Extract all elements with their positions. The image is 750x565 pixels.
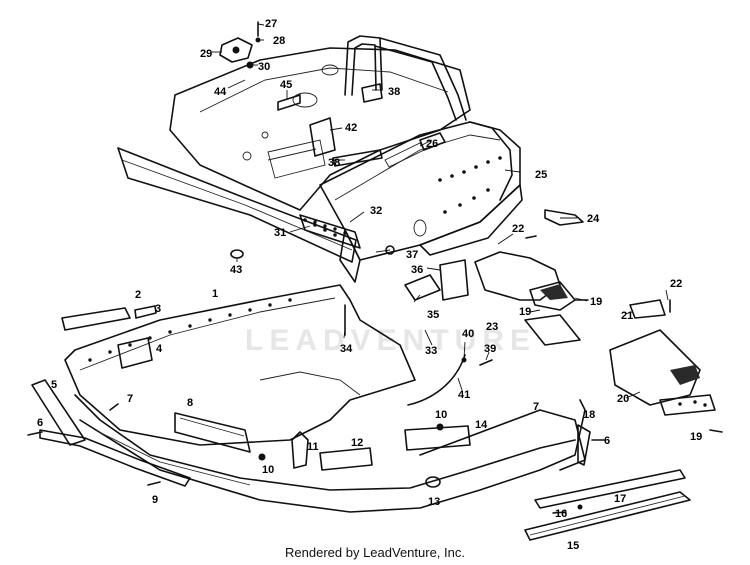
- callout-label: 27: [265, 18, 277, 30]
- callout-label: 15: [567, 540, 579, 552]
- callout-label: 10: [262, 464, 274, 476]
- callout-label: 30: [258, 61, 270, 73]
- callout-label: 43: [230, 264, 242, 276]
- rear-components: [27, 235, 723, 514]
- callout-label: 8: [187, 397, 193, 409]
- callout-label: 33: [425, 345, 437, 357]
- callout-label: 44: [214, 86, 227, 98]
- callout-label: 11: [307, 441, 319, 453]
- callout-label: 19: [690, 431, 702, 443]
- belly-pan: [31, 284, 591, 513]
- callout-label: 42: [345, 122, 357, 134]
- callout-label: 20: [617, 393, 629, 405]
- callout-label: 18: [583, 409, 595, 421]
- callout-label: 13: [428, 496, 440, 508]
- callout-label: 23: [486, 321, 498, 333]
- callout-label: 28: [273, 35, 285, 47]
- callout-label: 19: [519, 306, 531, 318]
- callout-label: 10: [435, 409, 447, 421]
- callout-label: 40: [462, 328, 474, 340]
- callout-label: 25: [535, 169, 547, 181]
- grommet-43: [230, 249, 244, 259]
- callout-label: 35: [427, 309, 439, 321]
- callout-label: 37: [406, 249, 418, 261]
- callout-label: 4: [156, 343, 163, 355]
- callout-label: 24: [587, 213, 600, 225]
- watermark: LEADVENTURE: [245, 324, 536, 357]
- callout-label: 7: [533, 401, 539, 413]
- callout-label: 22: [670, 278, 682, 290]
- callout-label: 32: [370, 205, 382, 217]
- callout-label: 41: [458, 389, 470, 401]
- leader-lines: [212, 23, 669, 399]
- callout-label: 6: [604, 435, 610, 447]
- bumper-6: [39, 429, 191, 487]
- callout-label: 1: [212, 288, 218, 300]
- callout-label: 2: [135, 289, 141, 301]
- callout-label: 29: [200, 48, 212, 60]
- callout-label: 39: [484, 343, 496, 355]
- callout-label: 22: [512, 223, 524, 235]
- rail-slides: [524, 469, 691, 541]
- upper-chassis: [117, 35, 584, 283]
- callout-label: 14: [475, 419, 488, 431]
- callout-label: 16: [555, 508, 567, 520]
- callout-label: 17: [614, 493, 626, 505]
- callout-labels: 1 2 3 4 5 6 6 7 7 8 9 10 10 11 12 13 14 …: [37, 18, 702, 552]
- callout-label: 34: [340, 343, 353, 355]
- callout-label: 38: [388, 86, 400, 98]
- callout-label: 38: [328, 157, 340, 169]
- callout-label: 9: [152, 494, 158, 506]
- callout-label: 7: [127, 393, 133, 405]
- callout-label: 21: [621, 310, 633, 322]
- callout-label: 6: [37, 417, 43, 429]
- callout-label: 45: [280, 79, 292, 91]
- callout-label: 26: [426, 138, 438, 150]
- callout-label: 36: [411, 264, 423, 276]
- callout-label: 3: [155, 303, 161, 315]
- footer-credit: Rendered by LeadVenture, Inc.: [285, 545, 465, 560]
- callout-label: 19: [590, 296, 602, 308]
- callout-label: 5: [51, 379, 57, 391]
- callout-label: 12: [351, 437, 363, 449]
- handle-assembly: [219, 21, 261, 69]
- callout-label: 31: [274, 227, 286, 239]
